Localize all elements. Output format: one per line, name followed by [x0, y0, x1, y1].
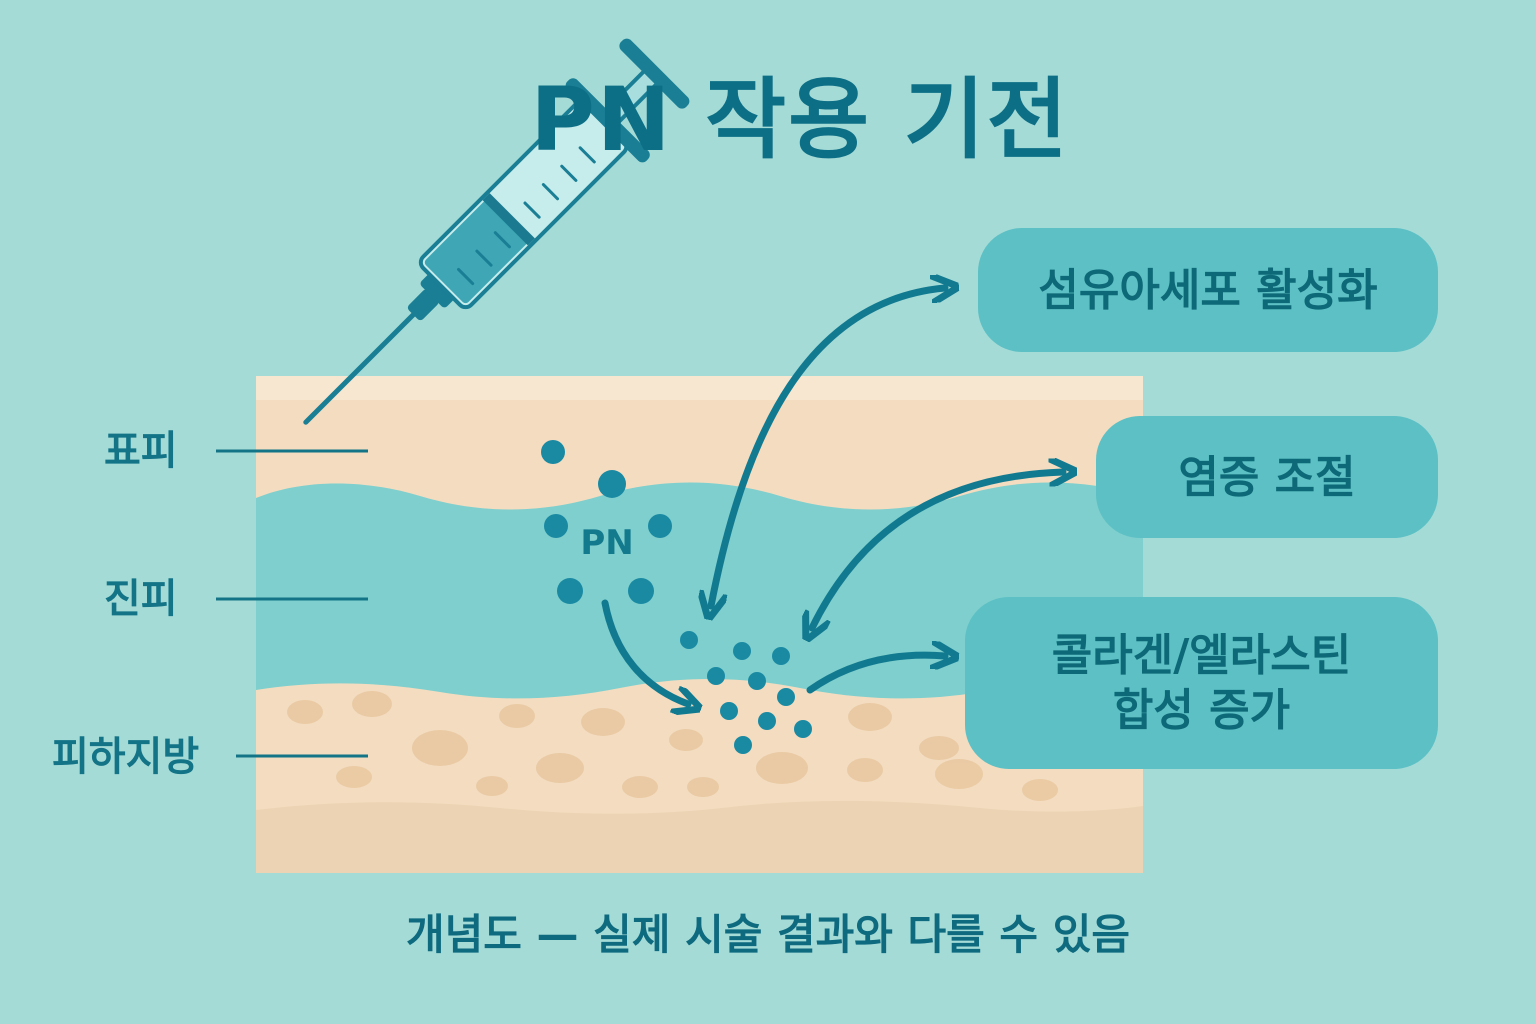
fibroblast-arrow [711, 288, 945, 606]
inflammation-control-text: 염증 조절 [1178, 451, 1356, 503]
syringe-needle [303, 306, 422, 425]
inflammation-control-box: 염증 조절 [1096, 416, 1438, 538]
collagen-synthesis-line1: 콜라겐/엘라스틴 [1051, 630, 1352, 681]
pn-particles [541, 440, 672, 604]
fibroblast-activation-text: 섬유아세포 활성화 [1038, 264, 1378, 316]
collagen-synthesis-box: 콜라겐/엘라스틴 합성 증가 [965, 597, 1438, 769]
syringe-thumb-rest [619, 38, 690, 109]
pn-particle-label: PN [580, 523, 634, 563]
epidermis-top-band [256, 376, 1143, 400]
collagen-arrow [806, 655, 945, 694]
inflammation-arrow [812, 472, 1063, 628]
dermis-label: 진피 [104, 576, 178, 622]
collagen-synthesis-line2: 합성 증가 [1112, 685, 1291, 736]
subcutaneous-bottom-band [256, 800, 1143, 873]
fibroblast-activation-box: 섬유아세포 활성화 [978, 228, 1438, 352]
pn-dispersed-particles [680, 631, 812, 754]
subcutaneous-label: 피하지방 [52, 734, 200, 780]
epidermis-label: 표피 [104, 428, 178, 474]
syringe-icon [303, 38, 690, 425]
pn-diffusion-arrow [601, 599, 688, 704]
disclaimer-caption: 개념도 — 실제 시술 결과와 다를 수 있음 [406, 910, 1130, 959]
page-title: PN 작용 기전 [530, 68, 1070, 171]
syringe-finger-flange [565, 78, 650, 163]
